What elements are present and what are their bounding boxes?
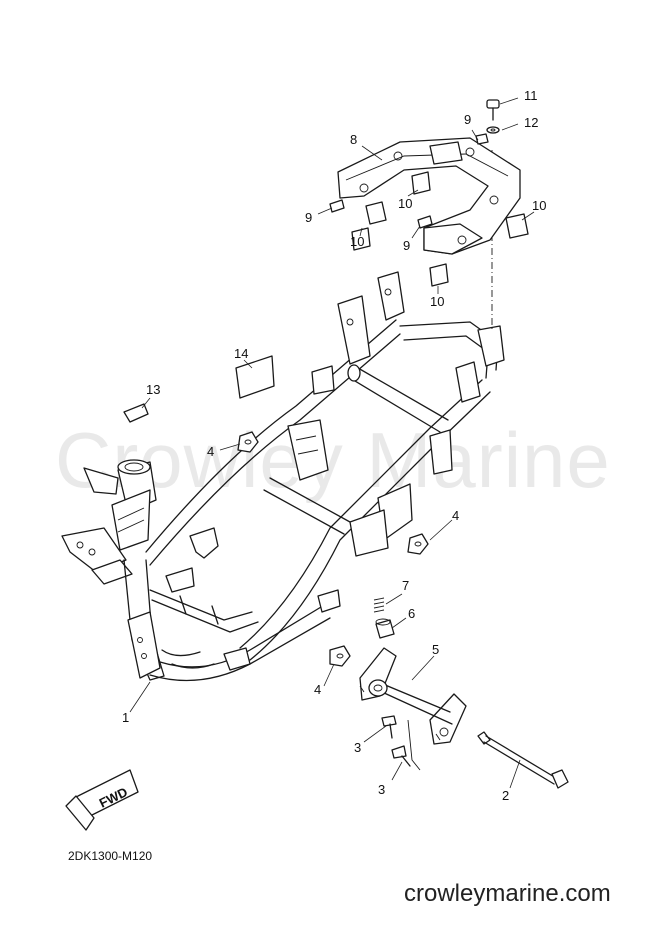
callouts: 1 2 3 3 4 4 4 5 6 7 8 9 9 9 10 10 10 10 …: [122, 88, 546, 803]
callout-12: 12: [524, 115, 538, 130]
callout-5: 5: [432, 642, 439, 657]
callout-10c: 10: [532, 198, 546, 213]
callout-10b: 10: [398, 196, 412, 211]
label-sticker-14: [235, 355, 275, 399]
short-bolts: [381, 715, 421, 771]
label-sticker-13: [123, 403, 149, 423]
nuts: [237, 431, 429, 667]
collar-spring: [373, 597, 395, 639]
diagram-code: 2DK1300-M120: [68, 849, 153, 863]
callout-14: 14: [234, 346, 248, 361]
frame-assembly: [61, 150, 505, 682]
leader-lines: [129, 97, 535, 789]
callout-1: 1: [122, 710, 129, 725]
callout-10d: 10: [430, 294, 444, 309]
callout-6: 6: [408, 606, 415, 621]
callout-7: 7: [402, 578, 409, 593]
callout-3a: 3: [354, 740, 361, 755]
callout-9b: 9: [403, 238, 410, 253]
bolt-washer: [486, 99, 500, 134]
callout-10a: 10: [350, 234, 364, 249]
callout-4b: 4: [452, 508, 459, 523]
callout-9a: 9: [305, 210, 312, 225]
callout-13: 13: [146, 382, 160, 397]
site-url[interactable]: crowleymarine.com: [404, 880, 611, 907]
callout-2: 2: [502, 788, 509, 803]
engine-bracket: [359, 647, 467, 745]
dampers: [351, 171, 529, 287]
callout-3b: 3: [378, 782, 385, 797]
callout-11: 11: [524, 88, 538, 103]
long-bolt: [477, 731, 569, 789]
callout-8: 8: [350, 132, 357, 147]
callout-4a: 4: [207, 444, 214, 459]
callout-9c: 9: [464, 112, 471, 127]
callout-4c: 4: [314, 682, 321, 697]
seat-bracket: [337, 137, 521, 255]
fwd-arrow-icon: [65, 769, 139, 831]
clips: [329, 133, 489, 229]
